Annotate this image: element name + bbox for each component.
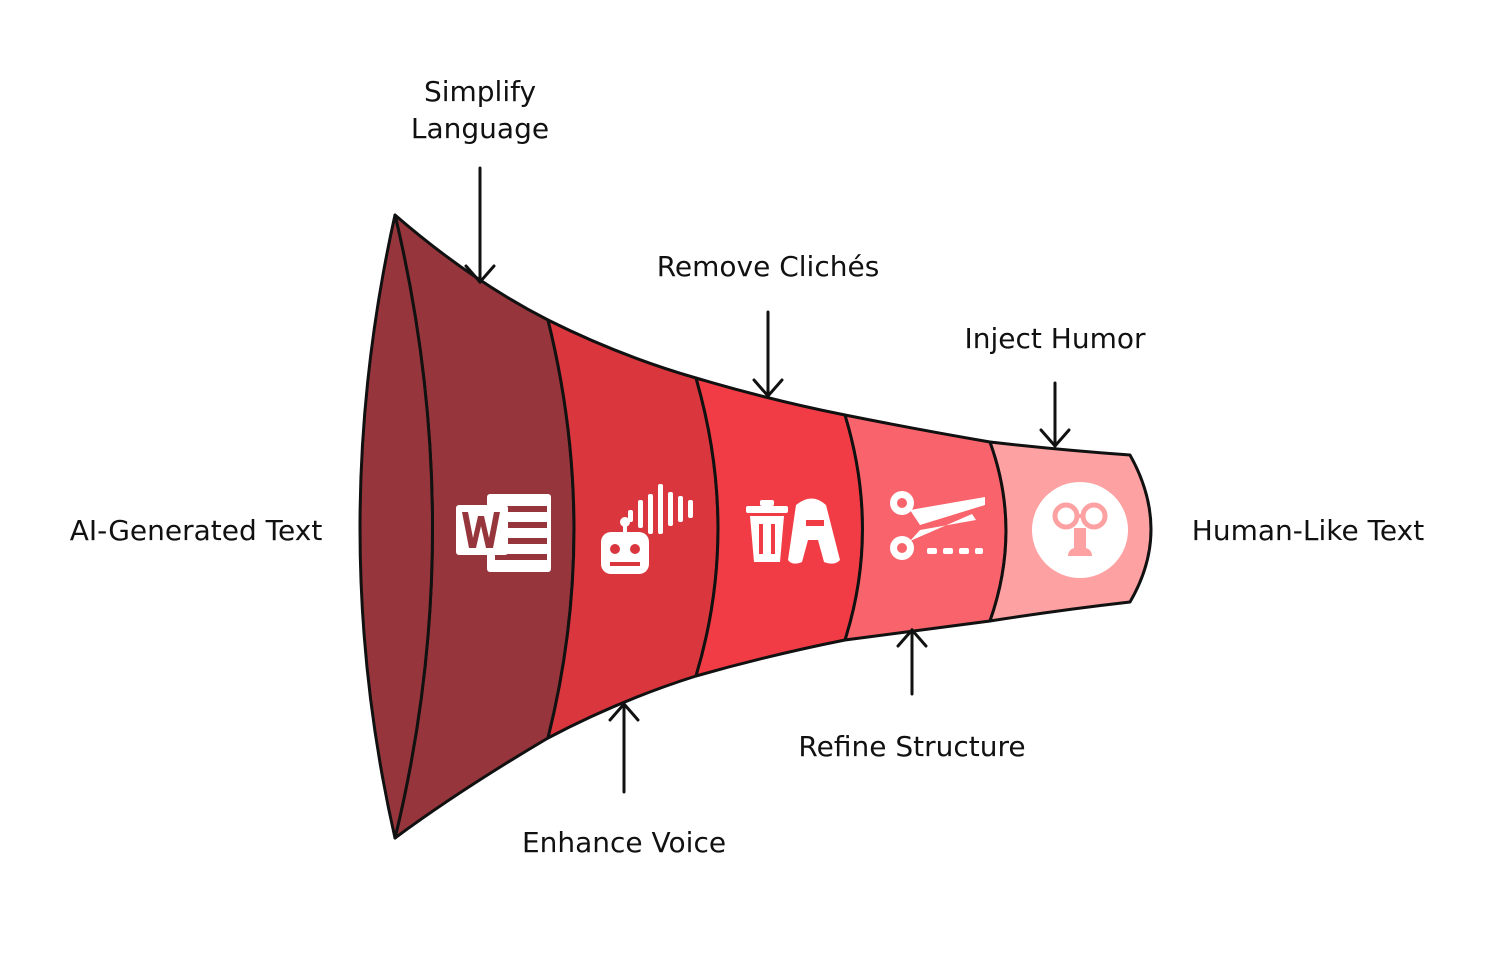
funnel-segment-enhance-voice xyxy=(546,318,720,740)
input-label: AI-Generated Text xyxy=(70,514,323,547)
step-label-simplify-line1: Simplify xyxy=(424,75,536,108)
step-label-inject-humor: Inject Humor xyxy=(964,322,1145,355)
step-label-refine-structure: Refine Structure xyxy=(798,730,1025,763)
robot-voice-icon xyxy=(601,484,693,574)
arrow-remove-cliches xyxy=(752,310,784,399)
arrow-refine-structure xyxy=(896,627,928,696)
output-label: Human-Like Text xyxy=(1192,514,1424,547)
step-label-enhance-voice: Enhance Voice xyxy=(522,826,726,859)
trash-cliche-icon xyxy=(746,498,840,564)
arrows xyxy=(464,166,1071,794)
funnel-segment-refine-structure xyxy=(843,413,1008,642)
arrow-inject-humor xyxy=(1039,381,1071,449)
word-document-icon xyxy=(456,494,551,572)
funny-face-icon xyxy=(1032,482,1128,578)
scissors-cut-icon xyxy=(890,491,985,560)
funnel-mouth xyxy=(358,213,434,840)
arrow-simplify xyxy=(464,166,496,285)
step-label-remove-cliches: Remove Clichés xyxy=(657,250,880,283)
step-label-simplify-line2: Language xyxy=(411,112,549,145)
arrow-enhance-voice xyxy=(608,701,640,794)
